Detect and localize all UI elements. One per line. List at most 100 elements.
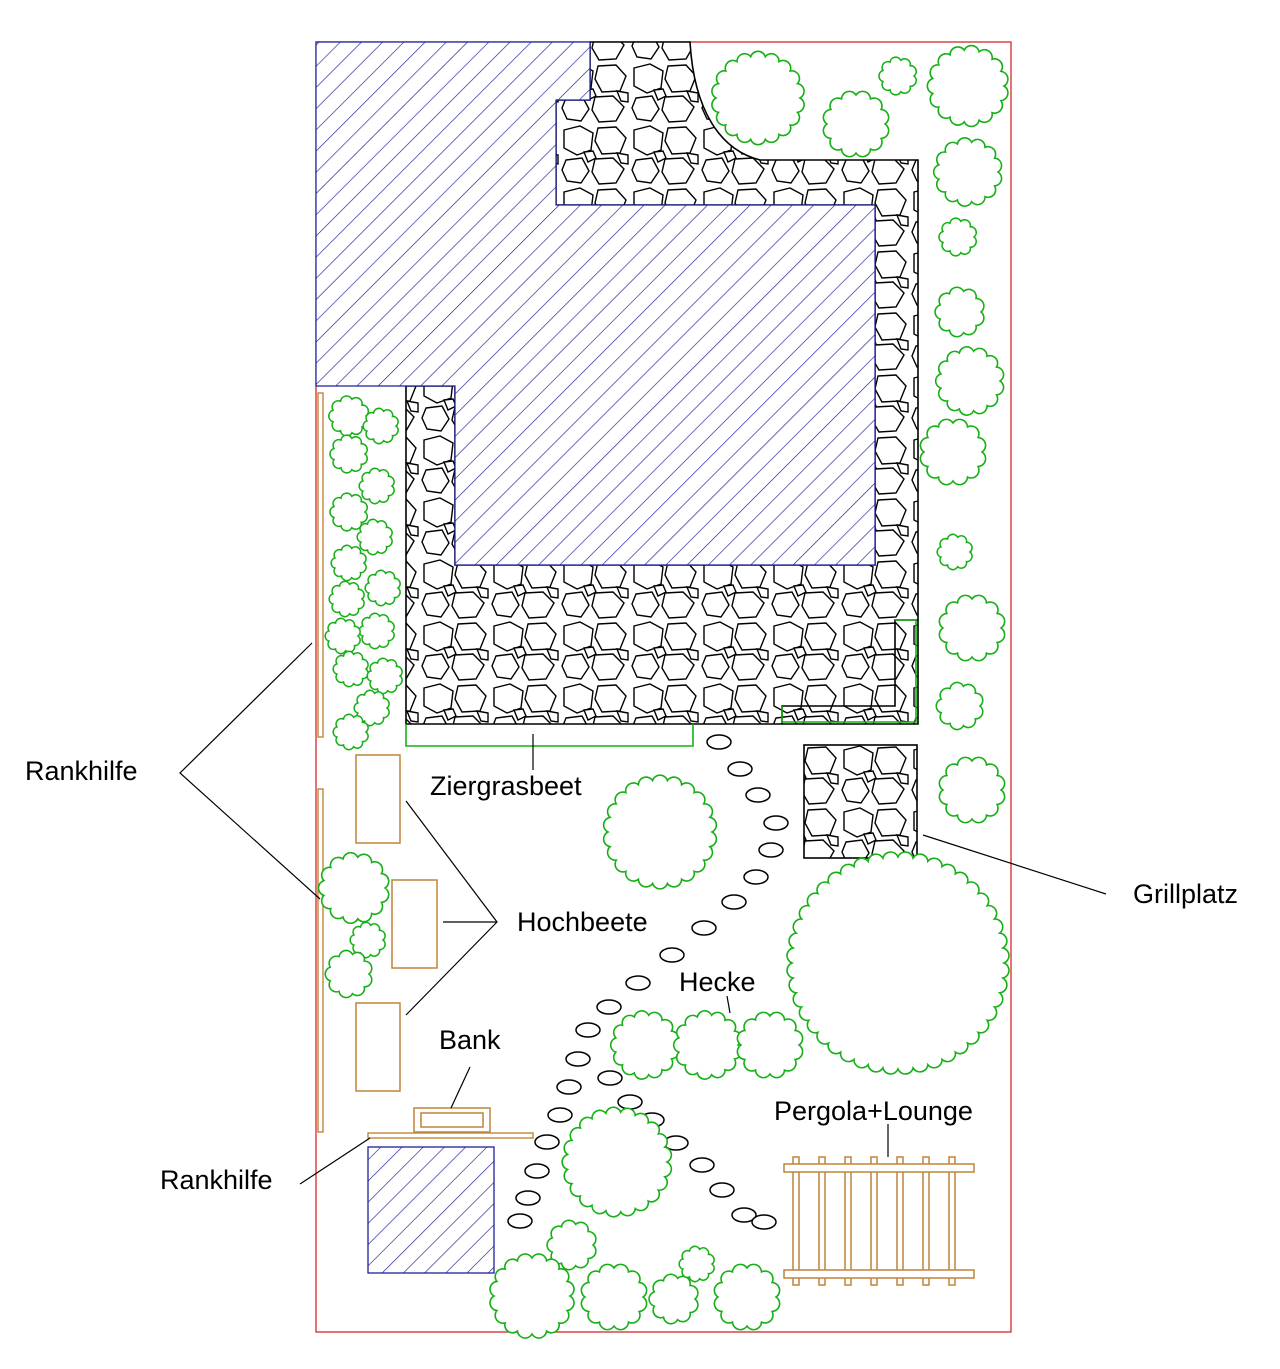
plant [364,569,401,607]
stepping-stone [706,734,732,750]
plant [609,1010,680,1080]
stepping-stone [727,761,753,777]
plant [328,580,365,618]
plant [786,851,1010,1075]
stepping-stone [689,1157,715,1173]
pergola-post [870,1156,878,1286]
house [315,41,876,566]
label-ziergrasbeet: Ziergrasbeet [430,771,582,801]
bench [413,1107,491,1133]
stepping-stone [751,1214,777,1230]
label-rankhilfe-bottom: Rankhilfe [160,1165,273,1195]
stepping-stone [597,1070,623,1086]
pergola-post [948,1156,956,1286]
plant [329,492,369,532]
plant [546,1219,597,1271]
stepping-stone [524,1163,550,1179]
stepping-stone [745,787,771,803]
grillplatz [803,744,918,859]
label-rankhilfe-left: Rankhilfe [25,756,138,786]
plant [713,1263,781,1331]
plant [329,434,369,474]
plant [938,756,1006,824]
pergola-post [922,1156,930,1286]
stepping-stone [617,1094,643,1110]
plant [353,689,390,727]
stepping-stone [515,1190,541,1206]
pergola-post [844,1156,852,1286]
stepping-stone [547,1107,573,1123]
plant [711,50,805,146]
plant [602,774,718,890]
stepping-stone [534,1134,560,1150]
plant [934,346,1005,416]
label-hochbeete: Hochbeete [517,907,648,937]
plant [932,137,1003,207]
plant [938,594,1006,662]
label-pergola-lounge: Pergola+Lounge [774,1096,973,1126]
pergola-post [818,1156,826,1286]
raised-bed-1 [355,754,401,844]
stepping-stone [743,869,769,885]
trellis-bottom [367,1132,534,1139]
label-bank: Bank [439,1025,501,1055]
stepping-stone [659,947,685,963]
shed [367,1146,495,1274]
plant [919,418,987,486]
plant [935,681,984,731]
plant [332,650,369,688]
plant [489,1253,575,1339]
raised-bed-2 [391,879,438,969]
stepping-stone [709,1182,735,1198]
stepping-stone [758,842,784,858]
stepping-stone [721,894,747,910]
pergola [783,1156,975,1286]
pergola-post [792,1156,800,1286]
stepping-stone [763,815,789,831]
stepping-stone [507,1213,533,1229]
plant [934,286,985,338]
stepping-stone [691,920,717,936]
leader-lines [179,642,1107,1185]
stepping-stone [596,999,622,1015]
plant [678,1245,715,1283]
plant [938,217,978,257]
stepping-stone [625,975,651,991]
plant [561,1106,673,1218]
ziergrasbeet-bed-corner [781,619,917,723]
plant [362,407,399,445]
plant [324,617,361,655]
stepping-stone [731,1207,757,1223]
plant [366,657,403,695]
plant [332,713,369,751]
plant [358,467,395,505]
plant [736,1011,804,1079]
plant [349,921,386,959]
pergola-beam [783,1269,975,1279]
plant [926,44,1009,128]
plant [324,949,373,999]
plant [330,544,367,582]
label-grillplatz: Grillplatz [1133,879,1238,909]
stepping-stone [575,1022,601,1038]
ziergrasbeet-bed [405,724,694,747]
plant [672,1010,743,1080]
pergola-post [896,1156,904,1286]
plant [317,851,390,925]
plant [878,56,918,96]
trellis-lower [317,788,324,1133]
stepping-stones [507,734,789,1230]
plants [317,44,1010,1339]
label-hecke: Hecke [679,967,756,997]
raised-bed-3 [355,1002,401,1092]
plant [356,518,393,556]
plant [648,1273,699,1325]
plant [936,533,973,571]
stepping-stone [565,1051,591,1067]
trellis-upper [317,392,324,738]
plant [358,612,395,650]
plant [822,90,890,158]
plant [580,1263,648,1331]
pergola-beam [783,1163,975,1173]
